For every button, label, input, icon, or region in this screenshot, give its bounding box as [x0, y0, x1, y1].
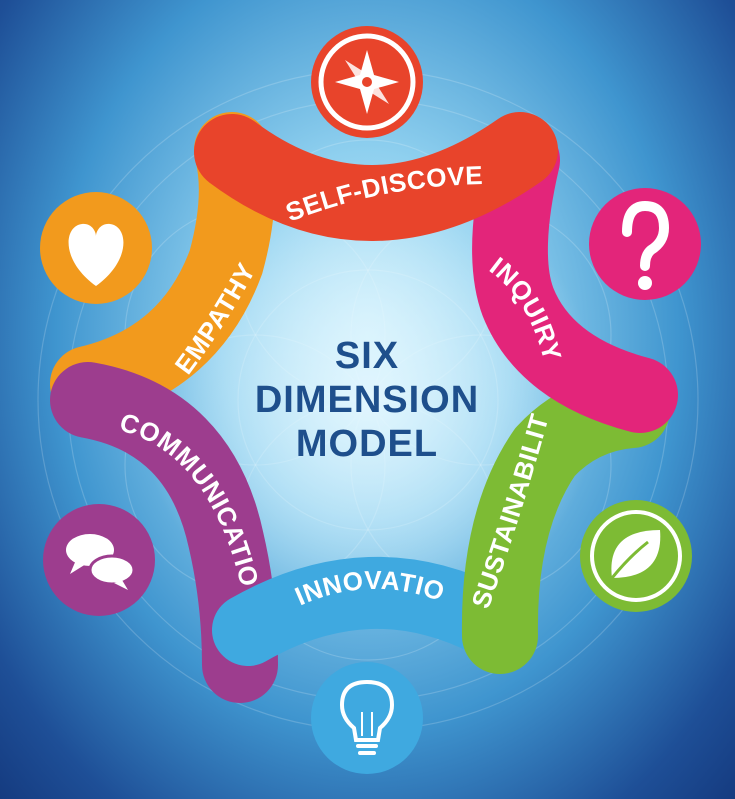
heart-icon [40, 192, 152, 304]
band-innovation [212, 556, 526, 666]
speech-bubbles-icon [43, 504, 155, 616]
compass-icon [311, 26, 423, 138]
band-inquiry [471, 122, 678, 433]
leaf-icon [580, 500, 692, 612]
center-title: SIX DIMENSION MODEL [247, 334, 487, 466]
center-title-line-3: MODEL [295, 423, 439, 465]
dimension-bands [50, 112, 678, 703]
center-title-line-2: DIMENSION [254, 379, 480, 421]
question-mark-icon [589, 188, 701, 300]
lightbulb-icon [311, 662, 423, 774]
band-self-discovery [194, 112, 558, 241]
center-title-line-1: SIX [334, 335, 400, 377]
